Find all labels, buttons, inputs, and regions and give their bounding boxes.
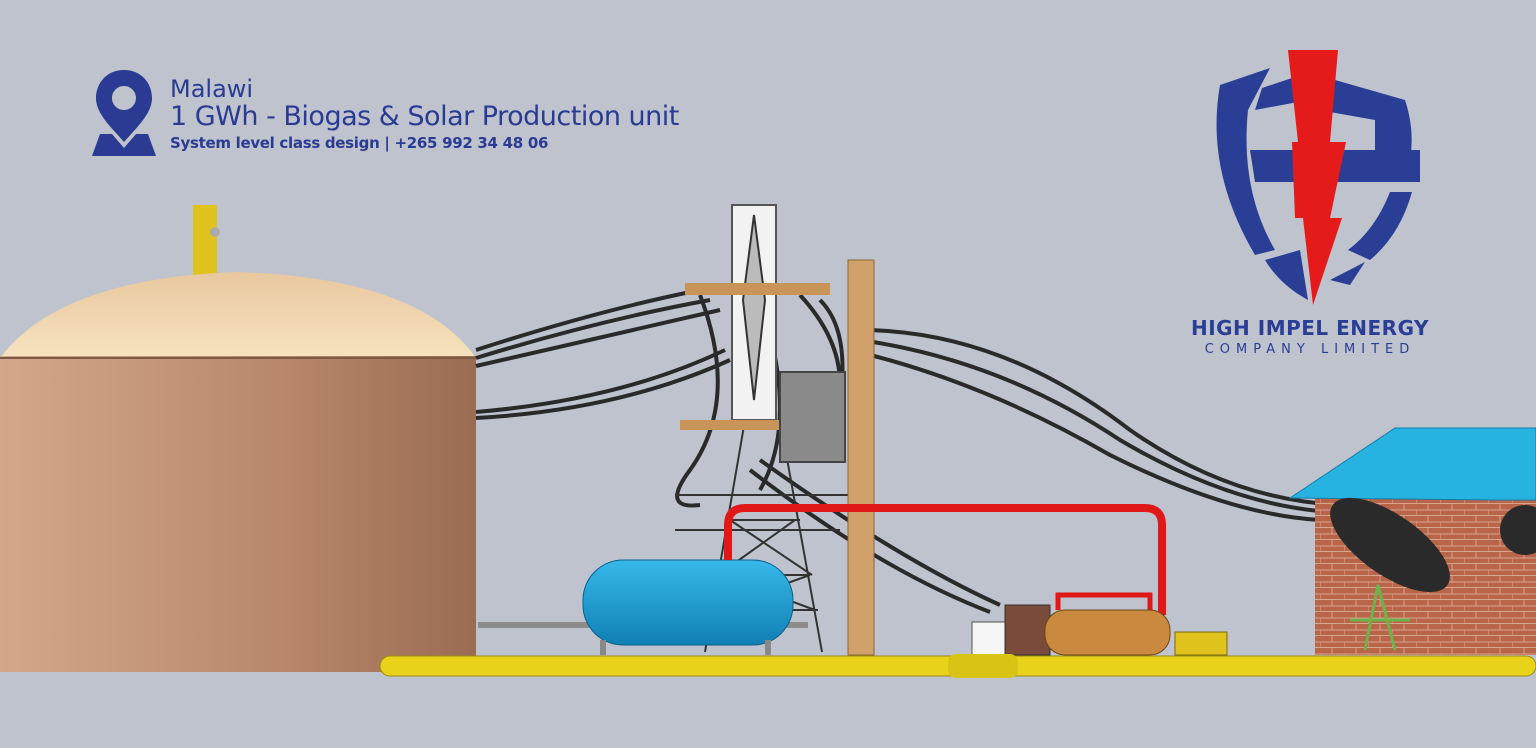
company-logo — [1216, 50, 1420, 305]
project-header: Malawi 1 GWh - Biogas & Solar Production… — [90, 68, 679, 158]
wooden-pole — [847, 259, 875, 656]
lattice-tower — [675, 204, 850, 653]
project-subtitle: System level class design | +265 992 34 … — [170, 134, 549, 152]
company-name: HIGH IMPEL ENERGY COMPANY LIMITED — [1150, 316, 1470, 357]
blue-storage-tank — [478, 559, 808, 655]
location-pin-icon — [92, 70, 156, 156]
house-roof — [1288, 427, 1536, 501]
digester-tank — [0, 205, 476, 672]
tank-dome — [0, 272, 476, 358]
generator-unit — [971, 592, 1228, 656]
project-title: 1 GWh - Biogas & Solar Production unit — [170, 101, 679, 132]
company-name-line2: COMPANY LIMITED — [1204, 342, 1416, 357]
tank-body — [0, 356, 476, 672]
location-label: Malawi — [170, 75, 254, 103]
red-gas-pipe — [724, 504, 1166, 615]
satellite-dishes — [1330, 497, 1536, 651]
gas-outlet-pipe — [193, 205, 217, 275]
company-name-line1: HIGH IMPEL ENERGY — [1190, 316, 1430, 340]
